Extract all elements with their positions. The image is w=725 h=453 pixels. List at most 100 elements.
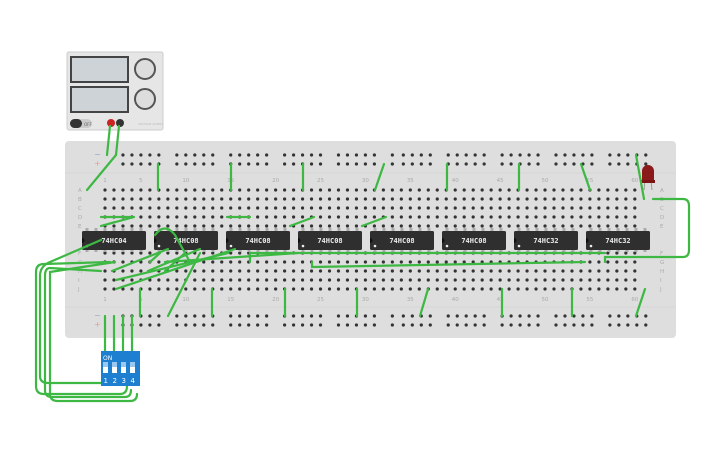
hole[interactable] [291,188,296,192]
hole[interactable] [211,260,215,264]
hole[interactable] [516,224,520,228]
wire[interactable] [360,215,388,228]
dip-toggle[interactable] [103,362,108,373]
hole[interactable] [534,206,538,210]
hole[interactable] [211,188,215,192]
hole[interactable] [480,215,484,219]
hole[interactable] [121,251,125,255]
rail-hole[interactable] [256,323,260,327]
hole[interactable] [552,224,556,228]
hole[interactable] [453,278,457,282]
rail-hole[interactable] [175,323,179,327]
hole[interactable] [220,206,224,210]
rail-hole[interactable] [473,153,477,157]
hole[interactable] [184,269,188,273]
rail-hole[interactable] [300,314,305,318]
hole[interactable] [283,278,287,282]
hole[interactable] [462,224,466,228]
hole[interactable] [327,206,332,210]
hole[interactable] [238,260,242,264]
hole[interactable] [390,224,394,228]
hole[interactable] [229,278,233,282]
rail-hole[interactable] [265,323,269,327]
rail-hole[interactable] [175,314,179,318]
rail-hole[interactable] [455,162,459,166]
hole[interactable] [148,188,152,192]
hole[interactable] [229,269,233,273]
hole[interactable] [265,215,269,219]
wire[interactable] [148,251,162,264]
hole[interactable] [426,260,430,264]
rail-hole[interactable] [518,153,522,157]
hole[interactable] [175,269,179,273]
hole[interactable] [354,278,359,282]
hole[interactable] [516,206,520,210]
hole[interactable] [408,269,412,273]
hole[interactable] [471,224,475,228]
hole[interactable] [543,197,547,201]
hole[interactable] [220,260,224,264]
hole[interactable] [588,260,592,264]
hole[interactable] [561,188,565,192]
hole[interactable] [309,287,314,291]
hole[interactable] [381,206,385,210]
hole[interactable] [390,215,394,219]
hole[interactable] [274,269,278,273]
hole[interactable] [633,224,637,228]
hole[interactable] [606,215,610,219]
hole[interactable] [615,197,619,201]
hole[interactable] [112,206,116,210]
hole[interactable] [543,215,547,219]
hole[interactable] [148,287,152,291]
hole[interactable] [588,215,592,219]
hole[interactable] [399,224,403,228]
rail-hole[interactable] [428,314,432,318]
rail-hole[interactable] [202,153,206,157]
hole[interactable] [381,269,385,273]
hole[interactable] [525,215,529,219]
hole[interactable] [399,215,403,219]
hole[interactable] [265,269,269,273]
hole[interactable] [453,188,457,192]
hole[interactable] [193,206,197,210]
hole[interactable] [336,206,341,210]
hole[interactable] [561,287,565,291]
hole[interactable] [318,278,323,282]
rail-hole[interactable] [527,314,531,318]
rail-hole[interactable] [401,314,405,318]
rail-hole[interactable] [211,323,215,327]
rail-hole[interactable] [509,153,513,157]
rail-hole[interactable] [247,162,251,166]
rail-hole[interactable] [256,153,260,157]
rail-hole[interactable] [318,314,323,318]
hole[interactable] [157,287,161,291]
rail-hole[interactable] [482,323,486,327]
hole[interactable] [417,197,421,201]
rail-hole[interactable] [256,314,260,318]
hole[interactable] [525,197,529,201]
hole[interactable] [534,224,538,228]
hole[interactable] [444,224,448,228]
hole[interactable] [202,197,206,201]
hole[interactable] [444,287,448,291]
hole[interactable] [480,278,484,282]
hole[interactable] [399,188,403,192]
rail-hole[interactable] [363,323,368,327]
negative-terminal[interactable] [116,119,124,127]
rail-hole[interactable] [635,323,639,327]
hole[interactable] [606,188,610,192]
rail-hole[interactable] [175,162,179,166]
rail-hole[interactable] [509,314,513,318]
hole[interactable] [597,197,601,201]
rail-hole[interactable] [121,162,125,166]
hole[interactable] [175,224,179,228]
hole[interactable] [507,197,511,201]
rail-hole[interactable] [157,323,161,327]
rail-hole[interactable] [157,314,161,318]
hole[interactable] [588,224,592,228]
rail-hole[interactable] [446,323,450,327]
hole[interactable] [444,197,448,201]
hole[interactable] [453,260,457,264]
rail-hole[interactable] [148,162,152,166]
hole[interactable] [283,197,287,201]
